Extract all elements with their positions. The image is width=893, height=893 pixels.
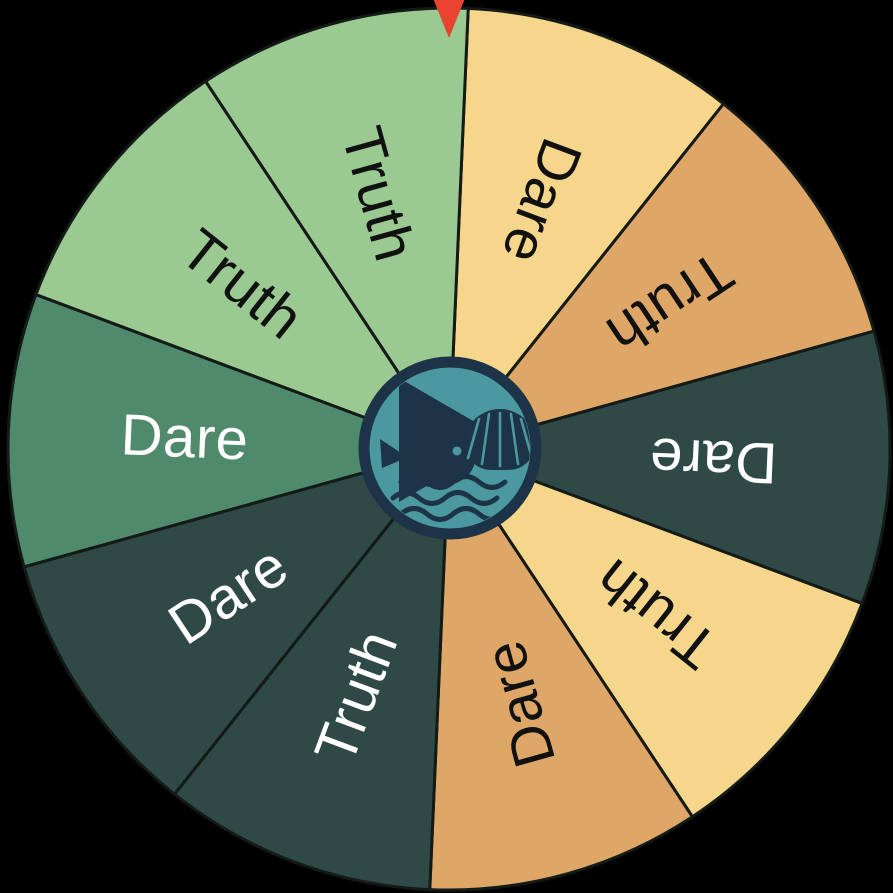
wheel-segment-truth-5[interactable]	[171, 438, 451, 892]
wheel-segment-dare-6[interactable]	[14, 431, 454, 806]
wheel-segment-dare-4[interactable]	[428, 444, 708, 893]
fish-icon	[380, 430, 476, 488]
wheel-segment-truth-8[interactable]	[30, 74, 465, 453]
wheel-segment-dare-0[interactable]	[447, 6, 727, 460]
wheel-segment-truth-3[interactable]	[433, 445, 868, 824]
segment-label: Dare	[648, 425, 778, 496]
wheel-segment-truth-1[interactable]	[444, 93, 884, 468]
wheel-segment-dare-2[interactable]	[443, 313, 893, 606]
seashell-ribs-icon	[466, 411, 530, 468]
wheel-segment-dare-7[interactable]	[2, 292, 454, 586]
segment-label: Dare	[119, 402, 249, 473]
center-hub[interactable]	[358, 356, 542, 540]
waves-icon	[390, 474, 508, 522]
hub-artwork	[380, 378, 530, 522]
